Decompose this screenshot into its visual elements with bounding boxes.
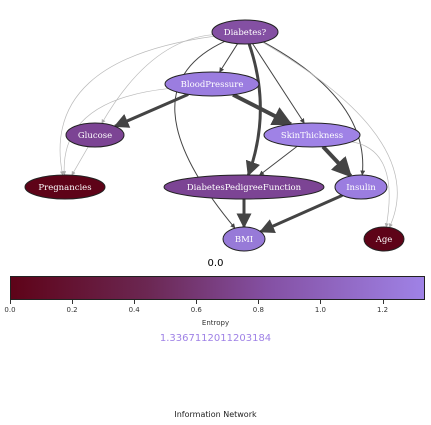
edge-diabetes-pregnancies — [59, 35, 215, 176]
colorbar-tick — [10, 300, 11, 304]
node-label-bmi: BMI — [235, 235, 253, 245]
node-glucose[interactable]: Glucose — [65, 122, 125, 148]
colorbar-tick-label: 1.0 — [314, 306, 327, 314]
node-ellipse-insulin — [334, 174, 388, 200]
node-label-pregnancies: Pregnancies — [38, 183, 91, 193]
colorbar-tick — [382, 300, 384, 304]
colorbar-tick-label: 0.2 — [66, 306, 78, 314]
node-ellipse-skinthickness — [263, 122, 361, 148]
colorbar-tick-label: 0.0 — [4, 306, 16, 314]
node-label-insulin: Insulin — [346, 183, 376, 193]
colorbar-tick — [72, 300, 74, 304]
node-bmi[interactable]: BMI — [222, 226, 266, 252]
colorbar-tick — [258, 300, 260, 304]
node-ellipse-glucose — [65, 122, 125, 148]
node-label-dpf: DiabetesPedigreeFunction — [187, 183, 302, 193]
node-age[interactable]: Age — [363, 226, 405, 252]
edge-diabetes-insulin — [263, 41, 366, 176]
colorbar-title: Entropy — [201, 319, 230, 327]
edge-bloodpressure-pregnancies — [61, 88, 169, 176]
edge-diabetes-glucose — [101, 34, 213, 124]
edge-skinthickness-age — [351, 141, 390, 228]
node-ellipse-bmi — [222, 226, 266, 252]
edge-diabetes-bloodpressure — [219, 43, 239, 73]
node-ellipse-dpf — [163, 174, 325, 200]
node-ellipse-pregnancies — [24, 174, 106, 200]
edge-skinthickness-insulin — [321, 145, 353, 178]
edge-diabetes-bmi — [174, 40, 236, 229]
colorbar-ticks: 0.0 0.2 0.4 0.6 0.8 1.0 1.2 — [4, 300, 425, 320]
edge-insulin-bmi — [259, 193, 343, 234]
colorbar-tick — [134, 300, 136, 304]
node-label-bloodpressure: BloodPressure — [181, 80, 244, 90]
colorbar-tick-label: 0.6 — [190, 306, 202, 314]
figure-caption: Information Network — [174, 410, 257, 419]
node-ellipse-age — [363, 226, 405, 252]
colorbar-tick-label: 0.8 — [252, 306, 264, 314]
node-diabetes[interactable]: Diabetes? — [211, 19, 279, 45]
edge-bloodpressure-glucose — [113, 92, 189, 128]
node-pregnancies[interactable]: Pregnancies — [24, 174, 106, 200]
edge-diabetes-skinthickness — [252, 43, 305, 124]
node-dpf[interactable]: DiabetesPedigreeFunction — [163, 174, 325, 200]
entropy-colorbar — [10, 276, 425, 300]
node-label-age: Age — [375, 235, 393, 245]
edge-skinthickness-dpf — [259, 146, 298, 176]
entropy-min-label: 0.0 — [207, 258, 224, 269]
node-bloodpressure[interactable]: BloodPressure — [164, 71, 260, 97]
colorbar-tick — [320, 300, 322, 304]
node-ellipse-diabetes — [211, 19, 279, 45]
node-ellipse-bloodpressure — [164, 71, 260, 97]
node-insulin[interactable]: Insulin — [334, 174, 388, 200]
edge-glucose-pregnancies — [71, 146, 89, 176]
edge-diabetes-age — [262, 41, 398, 228]
node-label-diabetes: Diabetes? — [224, 28, 267, 38]
node-label-glucose: Glucose — [78, 131, 112, 141]
edge-bloodpressure-skinthickness — [232, 92, 293, 127]
colorbar-tick — [196, 300, 198, 304]
node-skinthickness[interactable]: SkinThickness — [263, 122, 361, 148]
node-label-skinthickness: SkinThickness — [281, 131, 343, 141]
entropy-max-label: 1.3367112011203184 — [159, 333, 272, 344]
colorbar-tick-label: 0.4 — [128, 306, 140, 314]
colorbar-tick-label: 1.2 — [376, 306, 389, 314]
